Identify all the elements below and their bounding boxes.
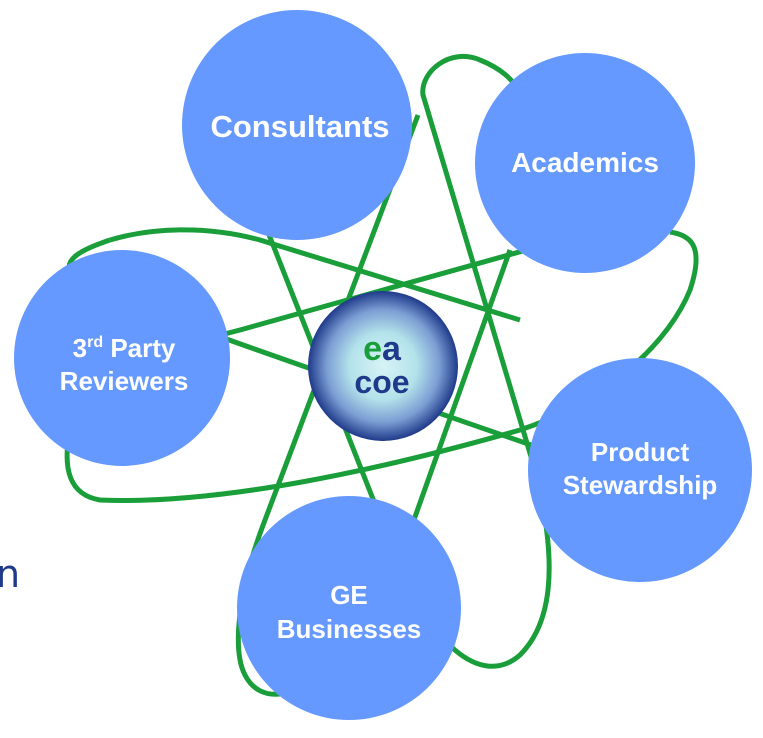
product-label-line1: Product bbox=[591, 437, 690, 467]
node-third-party-reviewers[interactable]: 3rd Party Reviewers bbox=[14, 250, 230, 466]
ge-label-line2: Businesses bbox=[277, 614, 422, 644]
ge-label-line1: GE bbox=[330, 580, 368, 610]
orbit-loop-6 bbox=[109, 227, 521, 323]
consultants-circle bbox=[182, 10, 412, 240]
center-label-line1: ea bbox=[363, 330, 402, 368]
product-stewardship-circle bbox=[528, 358, 752, 582]
center-label-line2: coe bbox=[354, 364, 409, 400]
partial-text: n bbox=[0, 552, 21, 596]
reviewers-label-line2: Reviewers bbox=[60, 366, 189, 396]
orbit-loop-1 bbox=[215, 53, 552, 669]
reviewers-circle bbox=[14, 250, 230, 466]
node-ge-businesses[interactable]: GE Businesses bbox=[237, 496, 461, 720]
product-label-line2: Stewardship bbox=[563, 470, 718, 500]
center-globe bbox=[308, 291, 458, 441]
consultants-label: Consultants bbox=[210, 109, 389, 144]
node-product-stewardship[interactable]: Product Stewardship bbox=[528, 358, 752, 582]
center-logo: ea coe bbox=[308, 291, 458, 441]
ge-businesses-circle bbox=[237, 496, 461, 720]
node-consultants[interactable]: Consultants bbox=[182, 10, 412, 240]
academics-label: Academics bbox=[511, 147, 659, 178]
academics-circle bbox=[475, 53, 695, 273]
reviewers-label-line1: 3rd Party bbox=[73, 333, 176, 363]
node-academics[interactable]: Academics bbox=[475, 53, 695, 273]
